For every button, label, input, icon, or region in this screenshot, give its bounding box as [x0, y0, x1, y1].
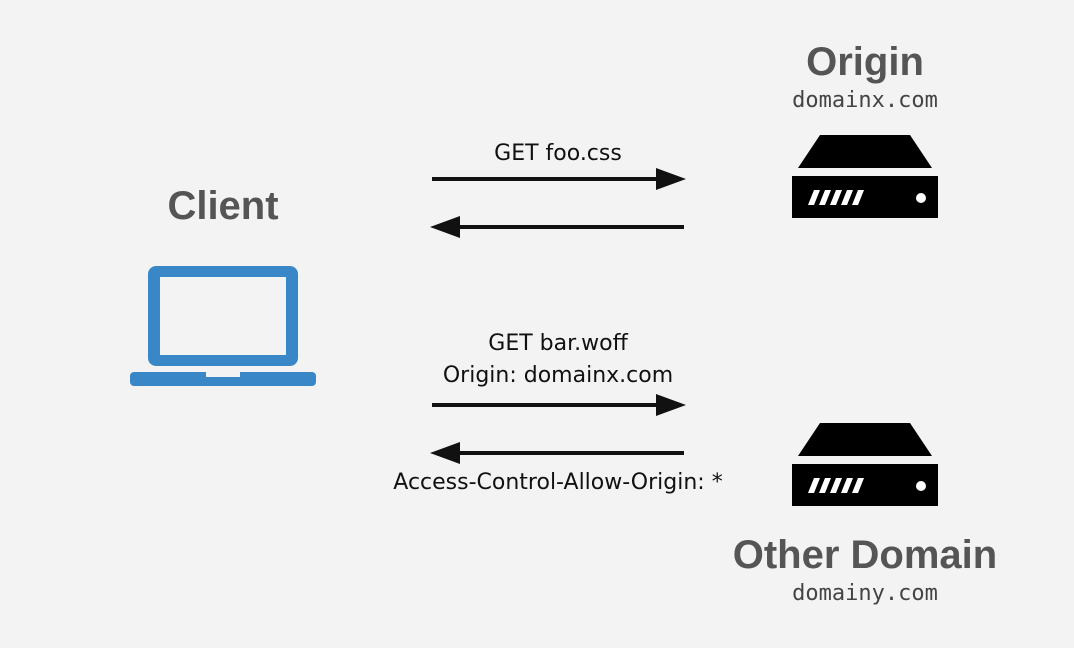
- arrow-left-response-foo: [430, 216, 684, 238]
- response-acao-header: Access-Control-Allow-Origin: *: [393, 470, 723, 495]
- arrow-right-request-bar: [432, 394, 686, 416]
- other-domain-title: Other Domain: [732, 533, 998, 577]
- arrow-left-response-bar: [430, 442, 684, 464]
- origin-server-icon: [792, 135, 938, 218]
- other-domain-domain: domainy.com: [792, 581, 938, 606]
- origin-title: Origin: [806, 40, 924, 84]
- client-title: Client: [167, 184, 279, 228]
- laptop-icon: [130, 266, 316, 386]
- other-domain-server-icon: [792, 423, 938, 506]
- origin-domain: domainx.com: [792, 88, 938, 113]
- request-origin-header: Origin: domainx.com: [442, 363, 674, 388]
- request-label-foo: GET foo.css: [494, 141, 622, 166]
- arrow-right-request-foo: [432, 168, 686, 190]
- request-label-bar: GET bar.woff: [488, 331, 628, 356]
